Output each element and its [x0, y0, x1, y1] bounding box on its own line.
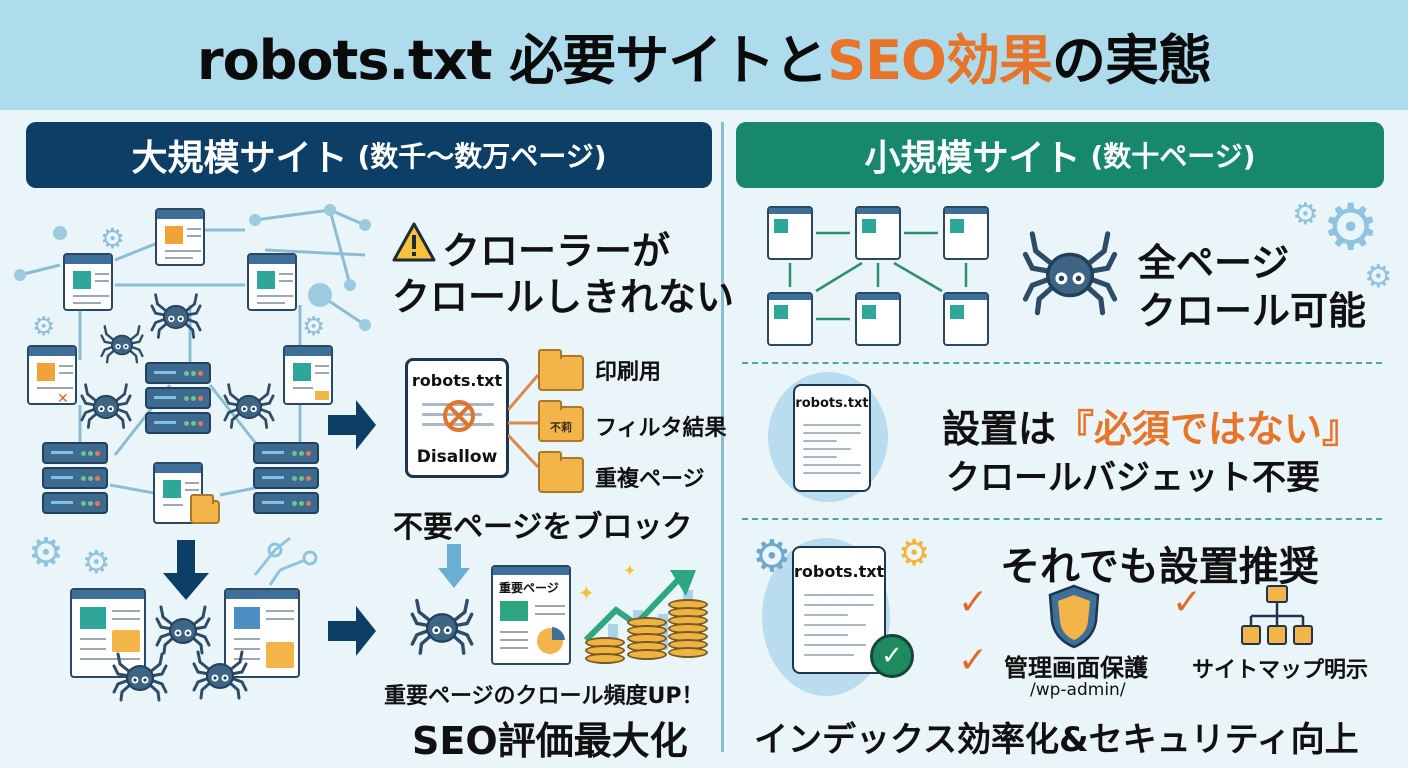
spider-crawler-icon	[112, 652, 168, 702]
small-site-header: 小規模サイト (数十ページ)	[736, 122, 1384, 188]
section-divider	[721, 122, 724, 752]
spider-crawler-icon	[1022, 230, 1118, 320]
large-site-title: 大規模サイト	[131, 138, 348, 179]
crawl-text-line2: クロール可能	[1138, 289, 1367, 333]
admin-protect-label: 管理画面保護	[1004, 654, 1148, 682]
gear-icon: ⚙	[752, 531, 792, 582]
gear-icon: ⚙	[898, 533, 931, 574]
check-icon: ✓	[1172, 582, 1203, 623]
title-part2: の実態	[1051, 28, 1212, 92]
spider-crawler-icon	[150, 293, 202, 339]
admin-path-label: /wp-admin/	[1030, 680, 1126, 700]
recommended-heading: それでも設置推奨	[1000, 544, 1319, 590]
web-page-icon	[224, 588, 300, 678]
result-text-line2: SEO評価最大化	[412, 719, 688, 763]
spider-crawler-icon	[223, 383, 275, 429]
crawl-text-line1: 全ページ	[1138, 241, 1290, 285]
coin-stack-icon	[585, 637, 625, 664]
small-site-subtitle: (数十ページ)	[1090, 140, 1256, 173]
web-page-icon	[155, 208, 205, 266]
web-page-icon	[247, 253, 297, 311]
large-site-subtitle: (数千〜数万ページ)	[357, 140, 607, 173]
folder-label-print: 印刷用	[595, 360, 662, 385]
spider-crawler-icon	[80, 383, 132, 429]
gear-icon: ⚙	[82, 543, 111, 581]
important-page-label: 重要ページ	[499, 581, 559, 595]
arrow-down-icon	[163, 540, 209, 600]
folder-icon	[538, 349, 584, 391]
check-icon: ✓	[958, 640, 989, 681]
spider-crawler-icon	[410, 598, 474, 655]
gear-icon: ⚙	[32, 312, 56, 342]
arrow-right-icon	[328, 400, 376, 450]
robots-filename: robots.txt	[794, 562, 885, 581]
gear-icon: ⚙	[1364, 257, 1393, 295]
recommended-footer: インデックス効率化&セキュリティ向上	[754, 720, 1359, 760]
coin-stack-icon	[668, 599, 708, 658]
robots-filename: robots.txt	[411, 371, 503, 390]
folder-icon	[190, 494, 220, 524]
important-page-icon: 重要ページ	[491, 565, 571, 665]
dashed-divider	[742, 518, 1382, 520]
gear-icon: ⚙	[302, 312, 326, 342]
folder-icon: 不莉	[538, 400, 584, 442]
connector-lines	[508, 374, 540, 469]
sitemap-label: サイトマップ明示	[1192, 658, 1369, 683]
server-icon	[145, 362, 211, 437]
warning-icon	[392, 222, 436, 266]
not-required-accent: 『必須ではない』	[1056, 407, 1361, 451]
coin-stack-icon	[627, 617, 667, 660]
svg-text:✦: ✦	[623, 562, 636, 580]
folder-icon	[538, 451, 584, 493]
block-caption: 不要ページをブロック	[393, 510, 693, 545]
spider-crawler-icon	[192, 650, 248, 700]
folder-label-duplicate: 重複ページ	[595, 467, 705, 492]
robots-txt-document: robots.txt	[793, 384, 871, 492]
server-icon	[42, 442, 108, 517]
title-band: robots.txt 必要サイトとSEO効果の実態	[0, 0, 1408, 110]
not-required-line2: クロールバジェット不要	[946, 458, 1320, 498]
problem-text-line1: クローラーが	[442, 229, 671, 273]
web-page-icon	[283, 345, 333, 405]
large-site-header: 大規模サイト (数千〜数万ページ)	[26, 122, 712, 188]
broken-page-icon: ✕	[27, 345, 77, 405]
block-icon	[443, 400, 475, 432]
problem-text-line2: クロールしきれない	[392, 275, 735, 319]
shield-icon	[1048, 584, 1100, 649]
gear-icon: ⚙	[1292, 197, 1319, 232]
network-nodes-icon	[253, 536, 318, 586]
arrow-right-icon	[328, 606, 376, 656]
small-site-title: 小規模サイト	[864, 138, 1081, 179]
check-badge-icon: ✓	[870, 634, 914, 678]
spider-crawler-icon	[100, 324, 144, 364]
web-page-icon	[63, 253, 113, 311]
robots-filename: robots.txt	[795, 396, 869, 411]
folder-label-filter: フィルタ結果	[595, 416, 727, 441]
gear-icon: ⚙	[28, 530, 64, 576]
server-icon	[253, 442, 319, 517]
site-structure-diagram	[767, 206, 989, 346]
web-page-icon	[70, 588, 146, 678]
gear-icon: ⚙	[1322, 191, 1380, 265]
pie-chart-icon	[537, 627, 565, 654]
not-required-line1: 設置は『必須ではない』	[942, 407, 1361, 451]
title-part1: robots.txt 必要サイトと	[197, 28, 828, 92]
sitemap-icon	[1241, 585, 1313, 645]
dashed-divider	[742, 362, 1382, 364]
result-text-line1: 重要ページのクロール頻度UP！	[384, 684, 704, 709]
gear-icon: ⚙	[100, 222, 126, 255]
check-icon: ✓	[958, 582, 989, 623]
robots-txt-document: robots.txt Disallow	[405, 358, 509, 478]
title-accent: SEO効果	[827, 28, 1053, 92]
disallow-directive: Disallow	[416, 447, 498, 467]
svg-text:✦: ✦	[578, 581, 595, 605]
page-title: robots.txt 必要サイトとSEO効果の実態	[197, 16, 1212, 95]
arrow-down-icon	[438, 544, 470, 588]
